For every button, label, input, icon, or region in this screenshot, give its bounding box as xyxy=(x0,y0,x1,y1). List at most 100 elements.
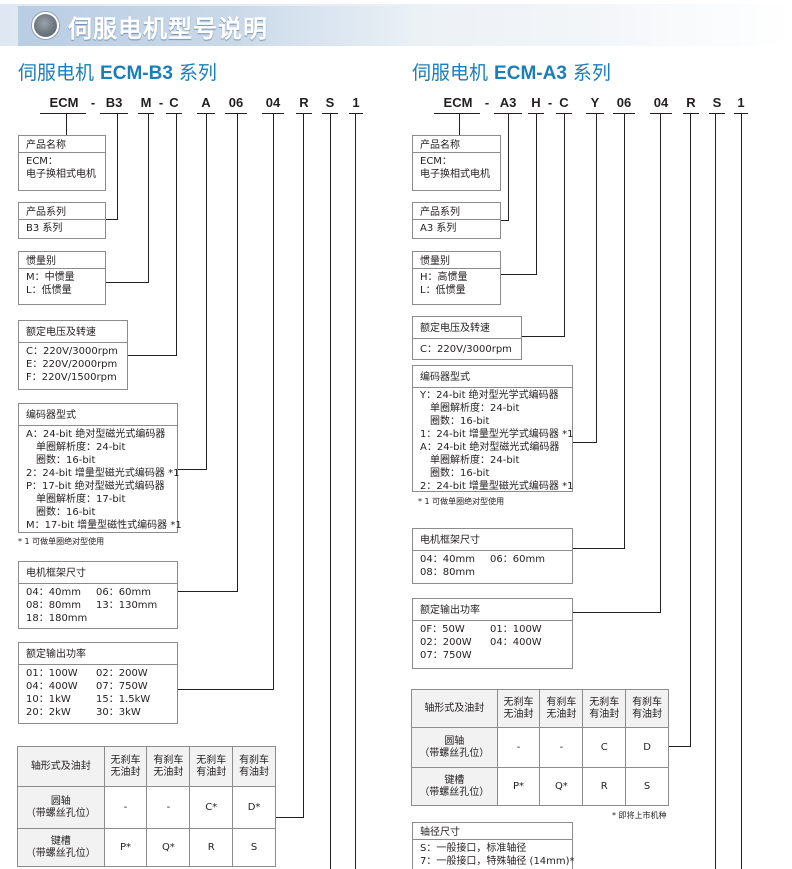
a3-code-ecm: ECM xyxy=(443,95,473,110)
b3-shaft-cell: - xyxy=(146,786,191,829)
b3-shaft-cell: P* xyxy=(103,828,148,867)
a3-shaft-size-head: 轴径尺寸 xyxy=(413,823,572,840)
b3-encoder-line: A：24-bit 绝对型磁光式编码器 xyxy=(26,429,166,440)
a3-code-dash2: - xyxy=(547,95,553,110)
b3-shaft-cell: C* xyxy=(189,786,234,829)
a3-power-head: 额定输出功率 xyxy=(413,599,572,621)
a3-voltage-line: C：220V/3000rpm xyxy=(420,344,512,355)
a3-encoder-line: 圈数：16-bit xyxy=(420,416,490,427)
b3-code-voltage: C xyxy=(169,95,179,110)
b3-power-cell: 02：200W xyxy=(96,668,148,679)
b3-series-title: 伺服电机 ECM-B3 系列 xyxy=(18,58,217,85)
a3-inertia-head: 惯量别 xyxy=(413,252,500,269)
a3-power-cell: 02：200W xyxy=(420,637,472,648)
a3-shaft-cell: C xyxy=(582,727,627,768)
a3-encoder-head: 编码器型式 xyxy=(413,366,572,388)
a3-title-cn: 伺服电机 xyxy=(412,62,495,84)
a3-shaft-col: 无刹车 有油封 xyxy=(582,689,627,728)
a3-shaft-row-label: 键槽 （带螺丝孔位） xyxy=(411,767,498,806)
a3-code-inertia: H xyxy=(531,95,541,110)
a3-voltage-box: 额定电压及转速 C：220V/3000rpm xyxy=(412,316,522,360)
a3-inertia-line: H：高惯量 xyxy=(420,272,468,283)
b3-shaft-row-label: 键槽 （带螺丝孔位） xyxy=(17,828,105,867)
b3-product-name-box: 产品名称 ECM： 电子换相式电机 xyxy=(18,135,106,191)
b3-encoder-line: 圈数：16-bit xyxy=(26,507,96,518)
a3-inertia-line: L：低惯量 xyxy=(420,285,466,296)
a3-power-cell: 01：100W xyxy=(490,624,542,635)
a3-shaft-col: 有刹车 无油封 xyxy=(539,689,584,728)
b3-shaft-col: 无刹车 有油封 xyxy=(189,746,234,787)
b3-encoder-note: * 1 可做单圈绝对型使用 xyxy=(18,537,105,546)
a3-code-power: 04 xyxy=(653,95,669,110)
b3-code-frame: 06 xyxy=(228,95,244,110)
b3-shaft-cell: D* xyxy=(232,786,276,829)
b3-voltage-line: C：220V/3000rpm xyxy=(26,346,118,357)
a3-code-shaft: R xyxy=(686,95,696,110)
a3-frame-cell: 08：80mm xyxy=(420,567,475,578)
b3-shaft-table: 轴形式及油封 无刹车 无油封 有刹车 无油封 无刹车 有油封 有刹车 有油封 圆… xyxy=(17,746,276,867)
a3-code-frame: 06 xyxy=(616,95,632,110)
b3-inertia-box: 惯量别 M：中惯量 L：低惯量 xyxy=(18,251,106,305)
b3-code-dash: - xyxy=(90,95,96,110)
a3-encoder-line: A：24-bit 绝对型磁光式编码器 xyxy=(420,442,560,453)
b3-code-dash2: - xyxy=(158,95,164,110)
a3-inertia-box: 惯量别 H：高惯量 L：低惯量 xyxy=(412,251,501,305)
a3-shaft-cell: S xyxy=(625,767,669,806)
a3-frame-cell: 06：60mm xyxy=(490,554,545,565)
b3-inertia-head: 惯量别 xyxy=(19,252,105,269)
bullet-icon xyxy=(32,12,59,39)
a3-encoder-line: Y：24-bit 绝对型光学式编码器 xyxy=(420,390,559,401)
a3-frame-cell: 04：40mm xyxy=(420,554,475,565)
a3-encoder-line: 单圈解析度：24-bit xyxy=(420,403,520,414)
a3-product-name-line: 电子换相式电机 xyxy=(420,169,490,180)
a3-product-series-box: 产品系列 A3 系列 xyxy=(412,202,501,239)
b3-code-shaftsize: S xyxy=(325,95,335,110)
b3-power-head: 额定输出功率 xyxy=(19,643,177,665)
a3-power-cell: 04：400W xyxy=(490,637,542,648)
a3-code-encoder: Y xyxy=(590,95,600,110)
a3-shaft-cell: P* xyxy=(496,767,541,806)
a3-shaft-cell: R xyxy=(582,767,627,806)
b3-code-inertia: M xyxy=(140,95,152,110)
a3-code-voltage: C xyxy=(559,95,569,110)
b3-voltage-line: E：220V/2000rpm xyxy=(26,359,118,370)
b3-product-series-line: B3 系列 xyxy=(26,223,63,234)
a3-product-series-head: 产品系列 xyxy=(413,203,500,220)
b3-voltage-head: 额定电压及转速 xyxy=(19,321,127,343)
page-title: 伺服电机型号说明 xyxy=(68,15,268,43)
b3-title-suffix: 系列 xyxy=(172,62,217,84)
b3-power-cell: 10：1kW xyxy=(26,694,71,705)
b3-power-cell: 01：100W xyxy=(26,668,78,679)
a3-series-title: 伺服电机 ECM-A3 系列 xyxy=(412,58,611,85)
a3-shaft-cell: D xyxy=(625,727,669,768)
a3-product-name-head: 产品名称 xyxy=(413,136,500,153)
b3-shaft-col: 无刹车 无油封 xyxy=(103,746,148,787)
a3-code-dash: - xyxy=(484,95,490,110)
a3-power-cell: 07：750W xyxy=(420,650,472,661)
b3-code-encoder: A xyxy=(201,95,211,110)
a3-shaft-size-box: 轴径尺寸 S：一般接口，标准轴径 7：一般接口，特殊轴径 (14mm)* xyxy=(412,822,575,869)
b3-code-power: 04 xyxy=(265,95,281,110)
b3-product-series-head: 产品系列 xyxy=(19,203,105,220)
a3-product-name-box: 产品名称 ECM： 电子换相式电机 xyxy=(412,135,501,191)
b3-frame-cell: 04：40mm xyxy=(26,587,81,598)
b3-encoder-line: P：17-bit 绝对型磁光式编码器 xyxy=(26,481,165,492)
b3-power-cell: 20：2kW xyxy=(26,707,71,718)
b3-frame-cell: 13：130mm xyxy=(96,600,158,611)
b3-code-series: B3 xyxy=(105,95,123,110)
b3-shaft-col: 有刹车 无油封 xyxy=(146,746,191,787)
b3-shaft-corner: 轴形式及油封 xyxy=(17,746,105,787)
b3-product-name-line: 电子换相式电机 xyxy=(26,169,96,180)
b3-product-series-box: 产品系列 B3 系列 xyxy=(18,202,106,239)
b3-frame-cell: 18：180mm xyxy=(26,613,88,624)
a3-title-model: ECM-A3 xyxy=(494,63,567,84)
a3-shaft-size-line: S：一般接口，标准轴径 xyxy=(420,843,527,854)
b3-inertia-line: M：中惯量 xyxy=(26,272,75,283)
b3-encoder-line: 圈数：16-bit xyxy=(26,455,96,466)
b3-frame-cell: 08：80mm xyxy=(26,600,81,611)
a3-title-suffix: 系列 xyxy=(566,62,611,84)
b3-code-suffix: 1 xyxy=(352,95,360,110)
